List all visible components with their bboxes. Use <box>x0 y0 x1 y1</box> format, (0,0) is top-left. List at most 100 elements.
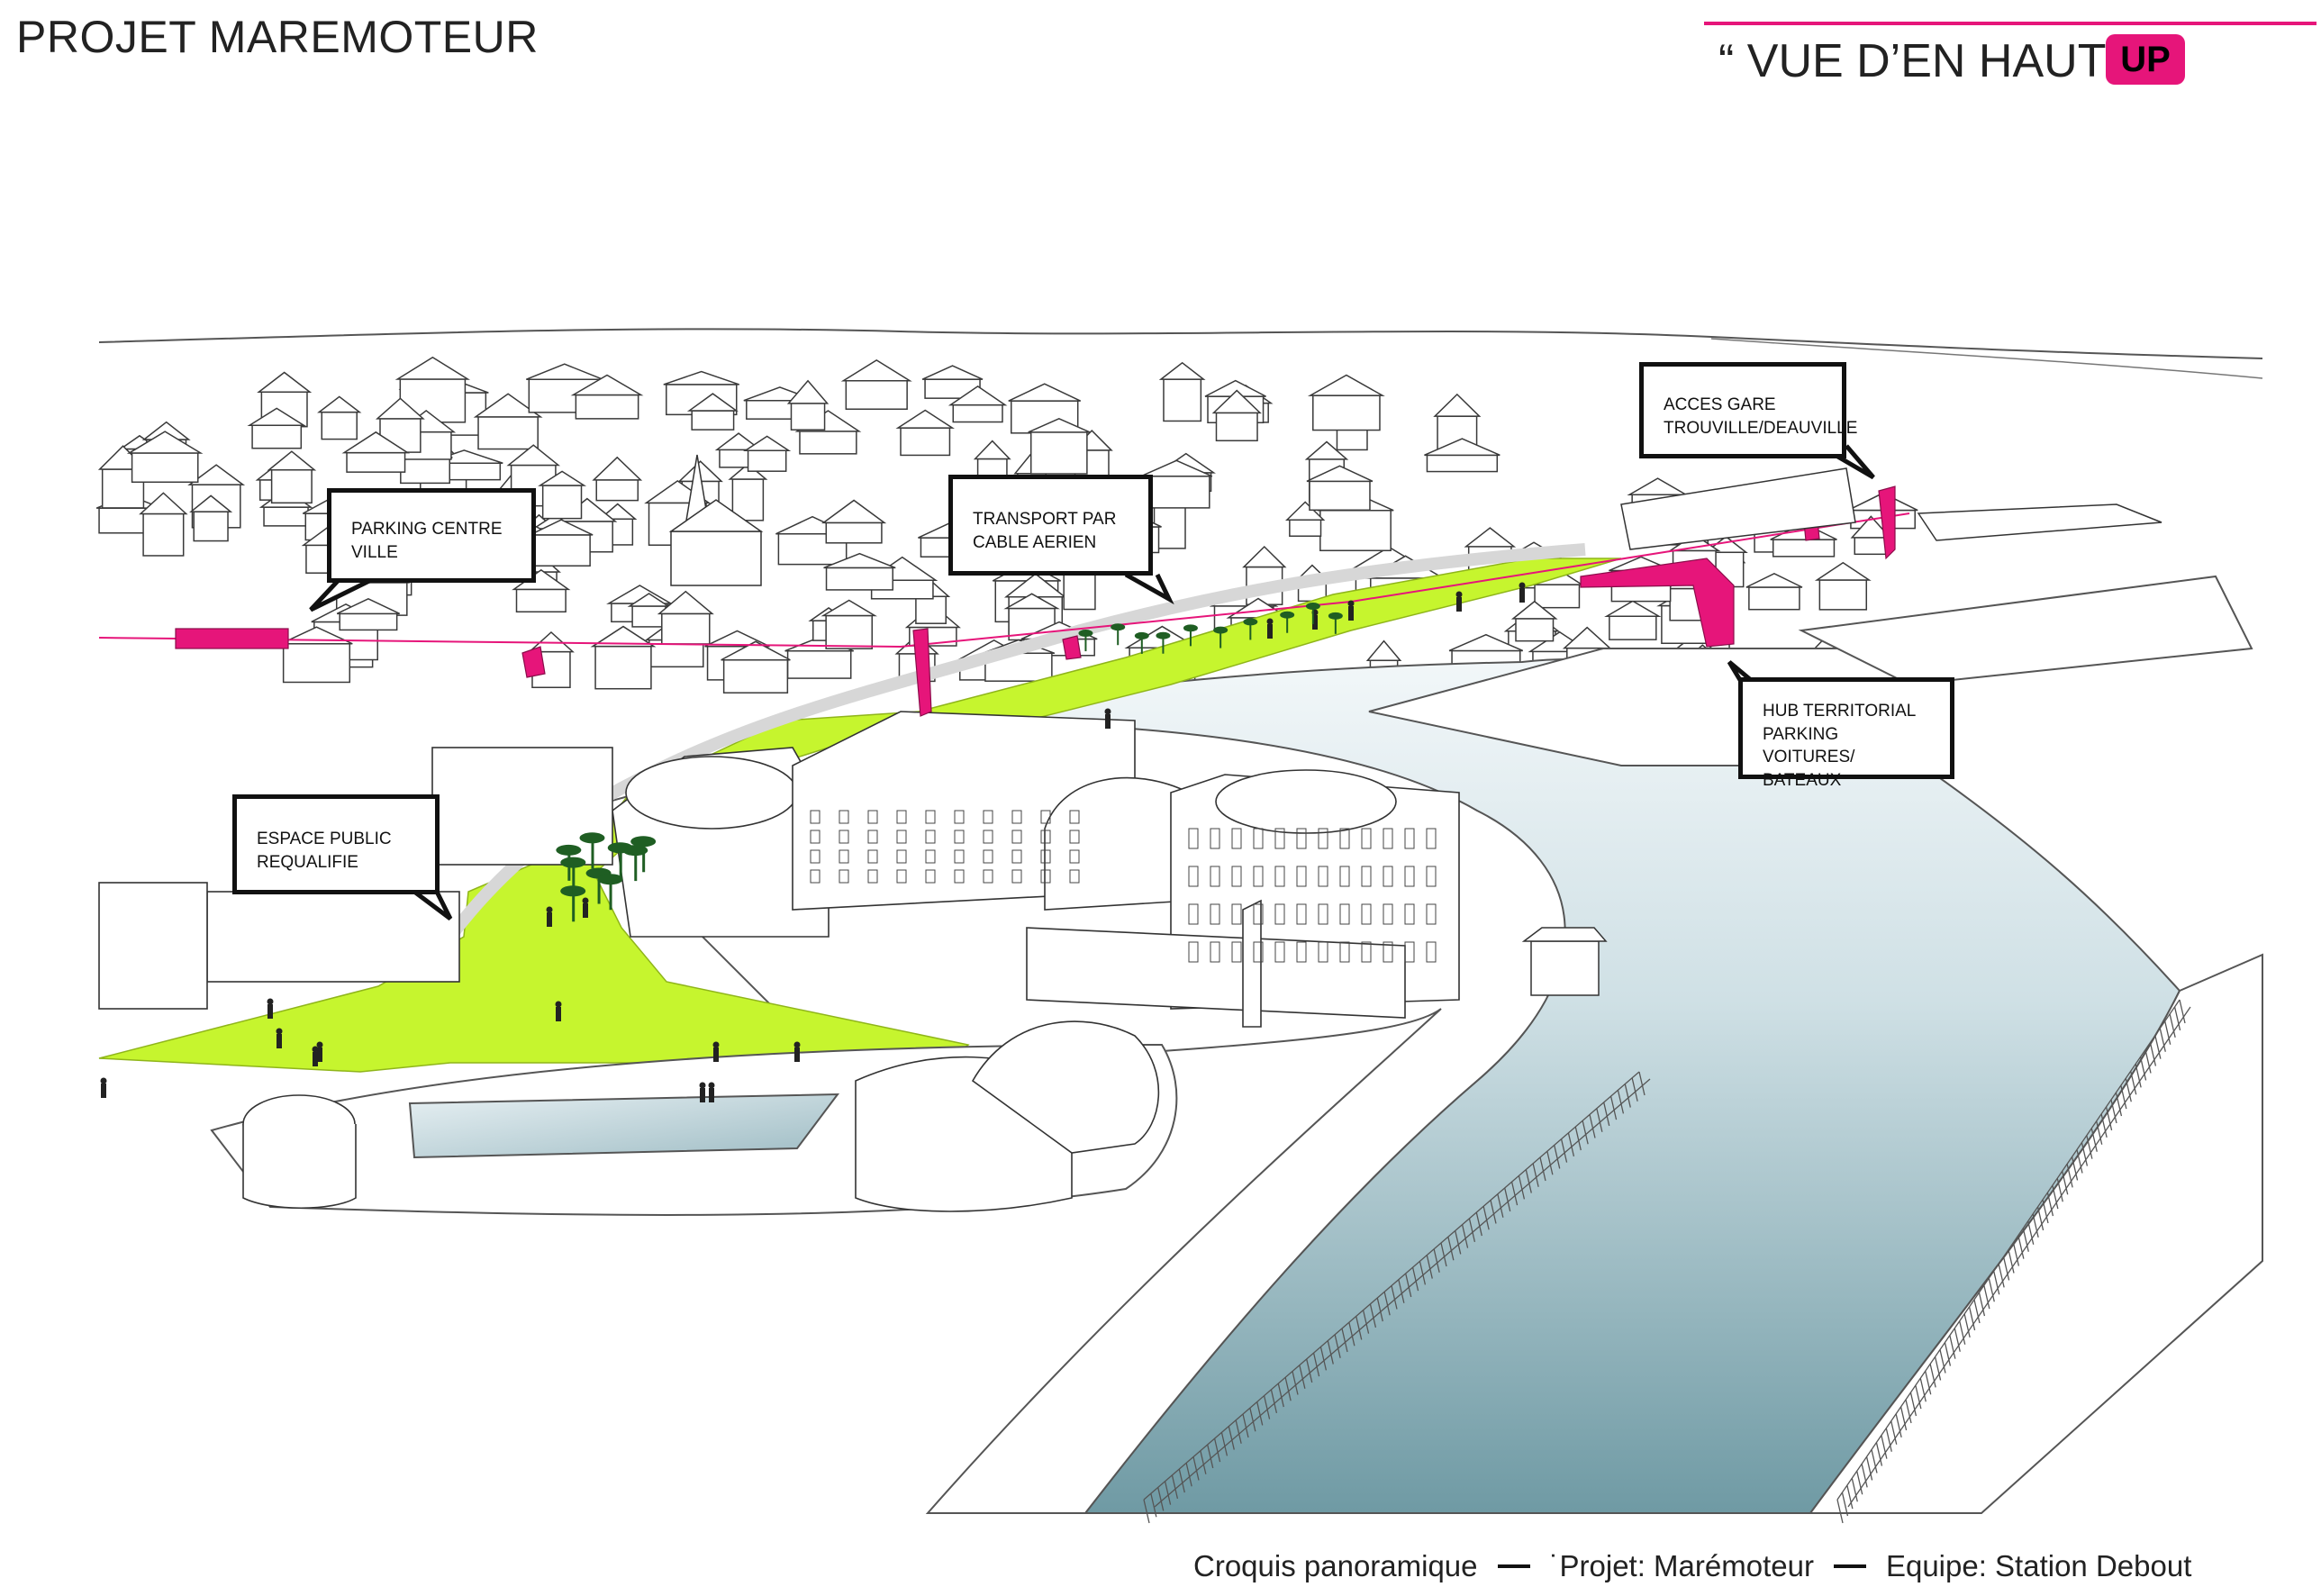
pier-post <box>1934 1356 1942 1381</box>
town-house <box>189 494 233 542</box>
window <box>1404 903 1415 925</box>
pier-post <box>1398 1279 1405 1303</box>
pier-post <box>1851 1478 1858 1502</box>
town-house <box>1307 374 1385 431</box>
pier-post <box>1376 1297 1383 1322</box>
casino-windows <box>810 810 1437 963</box>
person-figure <box>316 1041 323 1062</box>
people <box>100 582 1526 1102</box>
callout-parking-centre-ville: PARKING CENTRE VILLE <box>327 488 536 583</box>
pier-post <box>1419 1261 1427 1285</box>
pier-post <box>1993 1271 2000 1295</box>
pier-post <box>1589 1114 1596 1138</box>
window <box>1404 941 1415 963</box>
window <box>1069 810 1080 824</box>
pier-post <box>1171 1474 1179 1500</box>
town-house <box>376 397 425 453</box>
window <box>1188 941 1199 963</box>
right-jetty <box>1836 999 2191 1524</box>
pier-post <box>2066 1164 2073 1188</box>
pier-post <box>1263 1395 1271 1419</box>
pier-post <box>1200 1450 1207 1474</box>
window <box>1231 941 1242 963</box>
town-house <box>657 590 714 645</box>
pier-post <box>1539 1156 1546 1182</box>
pier-post <box>1554 1145 1561 1169</box>
town-house <box>538 470 587 520</box>
town-house <box>686 393 739 431</box>
pier-post <box>1890 1420 1898 1445</box>
person-figure <box>546 906 553 927</box>
callout-text: PARKING CENTRE VILLE <box>351 520 503 562</box>
person-figure <box>793 1041 801 1062</box>
window <box>1040 869 1051 884</box>
window <box>1404 828 1415 849</box>
pier-post <box>1319 1347 1328 1371</box>
window <box>839 830 849 844</box>
pier-post <box>1355 1316 1363 1340</box>
town-house <box>473 393 543 450</box>
town-house <box>627 593 671 628</box>
window <box>1069 830 1080 844</box>
pier-post <box>1939 1349 1946 1374</box>
town-house <box>947 385 1008 423</box>
pier-post <box>1841 1492 1849 1517</box>
pier-post <box>1178 1468 1185 1493</box>
window <box>1253 866 1264 887</box>
window <box>896 869 907 884</box>
window <box>1426 866 1437 887</box>
pier-post <box>2139 1056 2147 1081</box>
pier-post <box>2002 1256 2010 1281</box>
up-badge: UP <box>2106 34 2185 85</box>
pier-post <box>1185 1463 1192 1487</box>
callout-text: ACCES GARE TROUVILLE/DEAUVILLE <box>1664 395 1858 438</box>
town-house <box>1510 600 1558 642</box>
person-figure <box>712 1041 720 1062</box>
town-house <box>840 358 912 410</box>
pier-post <box>2042 1199 2049 1224</box>
pier-post <box>1249 1408 1256 1432</box>
pier-post <box>1929 1364 1936 1388</box>
window <box>1339 828 1350 849</box>
pier-post <box>1624 1084 1631 1108</box>
pier-post <box>1875 1442 1883 1466</box>
palm-tree <box>579 832 605 869</box>
palm-tree <box>1183 624 1198 647</box>
pier-post <box>1596 1108 1603 1132</box>
window <box>1069 869 1080 884</box>
pier-post <box>1256 1401 1264 1426</box>
pier-post <box>1447 1237 1455 1261</box>
pier-post <box>1455 1230 1462 1255</box>
window <box>983 869 993 884</box>
window <box>1188 828 1199 849</box>
window <box>983 849 993 864</box>
pier-post <box>1150 1493 1157 1518</box>
window <box>1253 941 1264 963</box>
pier-post <box>1510 1181 1519 1206</box>
window <box>1231 903 1242 925</box>
window <box>1339 941 1350 963</box>
window <box>839 810 849 824</box>
pier-post <box>1861 1464 1868 1488</box>
pier-post <box>1405 1273 1412 1298</box>
town-house <box>1770 522 1837 558</box>
pier-post <box>2090 1128 2098 1152</box>
coast-line <box>1710 338 2263 379</box>
window <box>1361 866 1372 887</box>
window <box>1210 866 1220 887</box>
pier-post <box>2076 1149 2083 1174</box>
window <box>1210 828 1220 849</box>
town-house <box>823 552 896 591</box>
person-figure <box>699 1082 706 1102</box>
palm-tree <box>1078 630 1093 652</box>
footer-separator <box>1833 1564 1866 1568</box>
pier-post <box>1504 1187 1511 1212</box>
pier-post <box>2169 1013 2176 1038</box>
window <box>925 830 936 844</box>
pier-post <box>2081 1142 2089 1166</box>
town-house <box>512 568 571 613</box>
person-figure <box>312 1046 319 1066</box>
pier-post <box>1954 1328 1961 1352</box>
town-house <box>1850 515 1892 556</box>
